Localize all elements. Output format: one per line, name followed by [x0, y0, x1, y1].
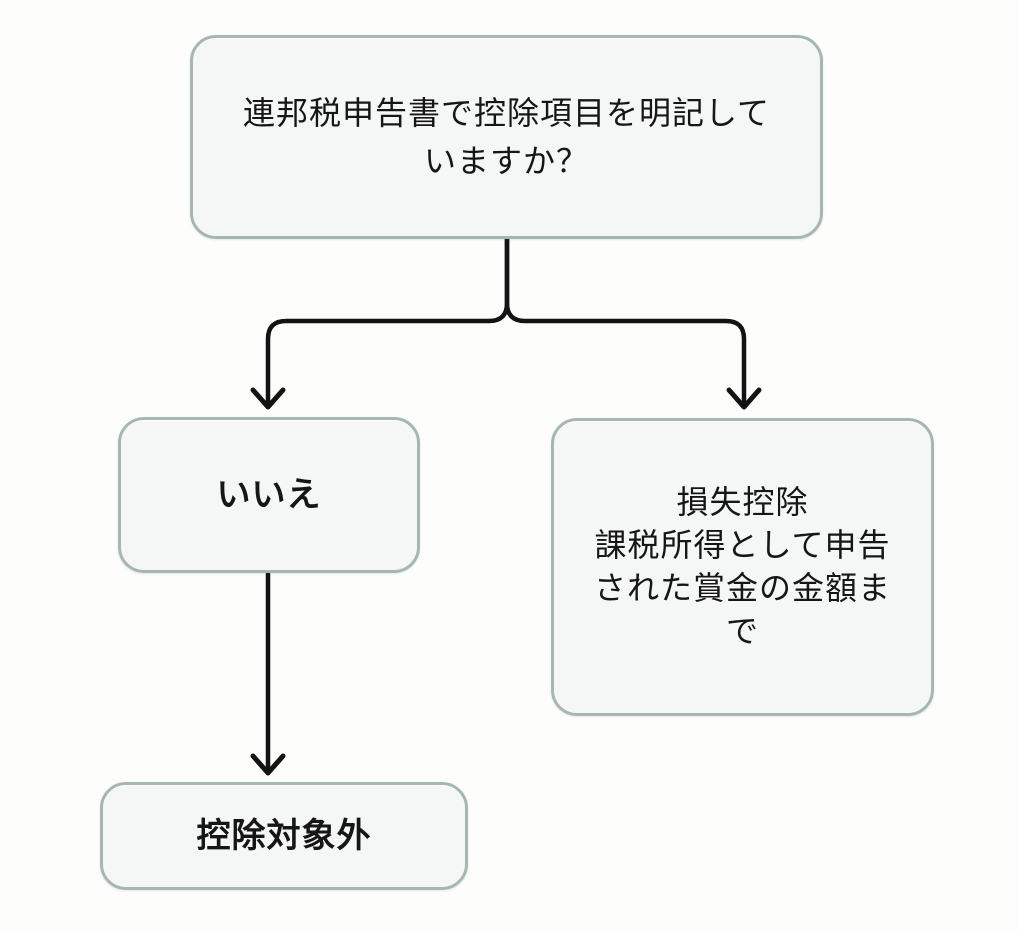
node-loss-deduction: 損失控除 課税所得として申告 された賞金の金額ま で [551, 418, 934, 716]
node-answer-no-text: いいえ [216, 476, 322, 514]
node-loss-deduction-text: 損失控除 課税所得として申告 された賞金の金額ま で [593, 484, 891, 649]
node-answer-no: いいえ [118, 417, 420, 573]
node-question: 連邦税申告書で控除項目を明記して いますか？ [190, 35, 823, 239]
arrow-no-to-not-deductible [250, 571, 286, 776]
node-question-text: 連邦税申告書で控除項目を明記して いますか？ [242, 95, 771, 179]
node-not-deductible-text: 控除対象外 [196, 817, 372, 855]
node-not-deductible: 控除対象外 [100, 782, 468, 890]
arrow-question-to-no [250, 236, 510, 410]
arrow-question-to-loss-deduction [504, 236, 762, 410]
